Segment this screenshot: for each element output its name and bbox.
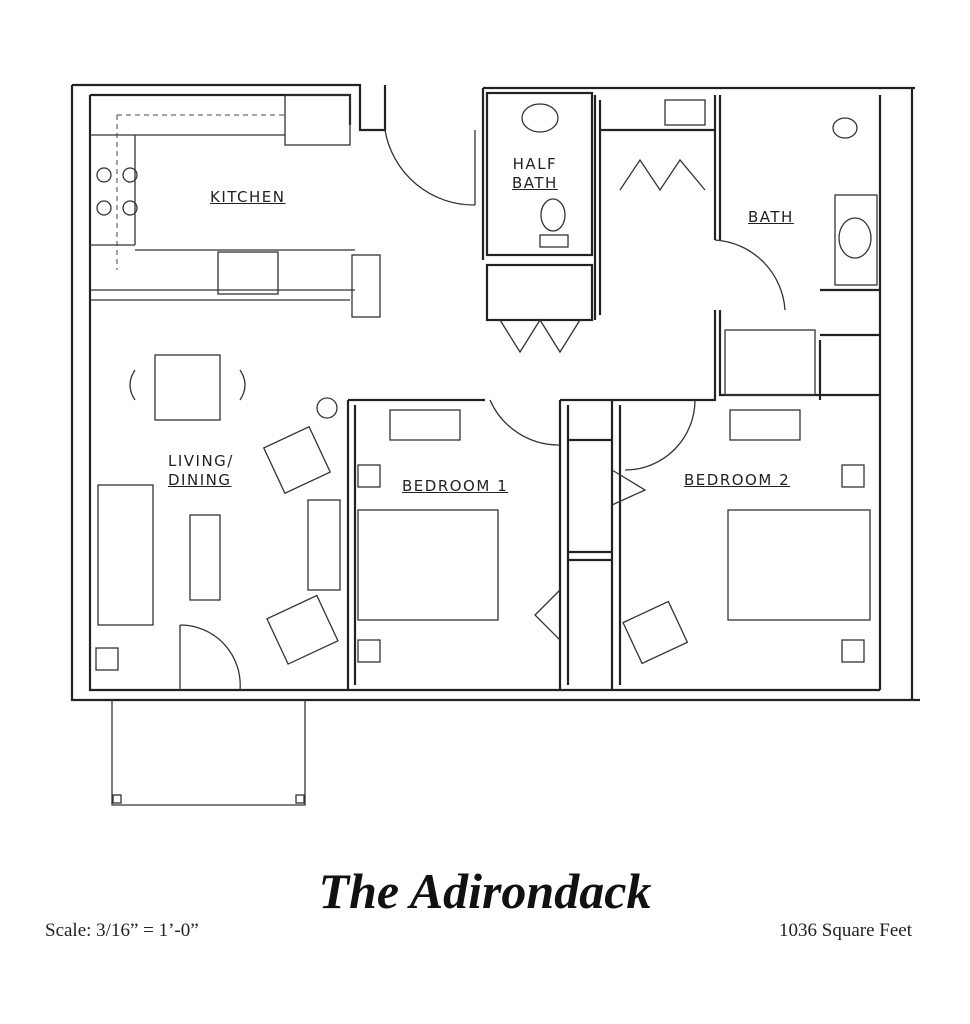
- bath-label: BATH: [748, 208, 794, 226]
- kitchen-label: KITCHEN: [210, 188, 286, 206]
- porch: [111, 700, 306, 806]
- area-text: 1036 Square Feet: [779, 920, 912, 941]
- half-bath-label: HALF BATH: [512, 155, 558, 193]
- bedroom2-label: BEDROOM 2: [684, 471, 791, 489]
- doors: [179, 129, 786, 691]
- dining-label: DINING: [168, 471, 232, 489]
- half-bath-label-line2: BATH: [512, 174, 558, 192]
- kitchen-fixtures: [90, 94, 381, 318]
- interior-walls: [346, 91, 880, 690]
- living-label: LIVING/: [168, 452, 234, 470]
- half-bath-label-line1: HALF: [512, 155, 558, 173]
- exterior-walls: [70, 83, 920, 702]
- bath-fixtures: [521, 99, 878, 396]
- bedroom1-label: BEDROOM 1: [402, 477, 509, 495]
- living-dining-label: LIVING/ DINING: [168, 452, 234, 490]
- furniture: [95, 354, 871, 671]
- plan-title: The Adirondack: [318, 863, 652, 919]
- scale-text: Scale: 3/16” = 1’-0”: [45, 920, 199, 941]
